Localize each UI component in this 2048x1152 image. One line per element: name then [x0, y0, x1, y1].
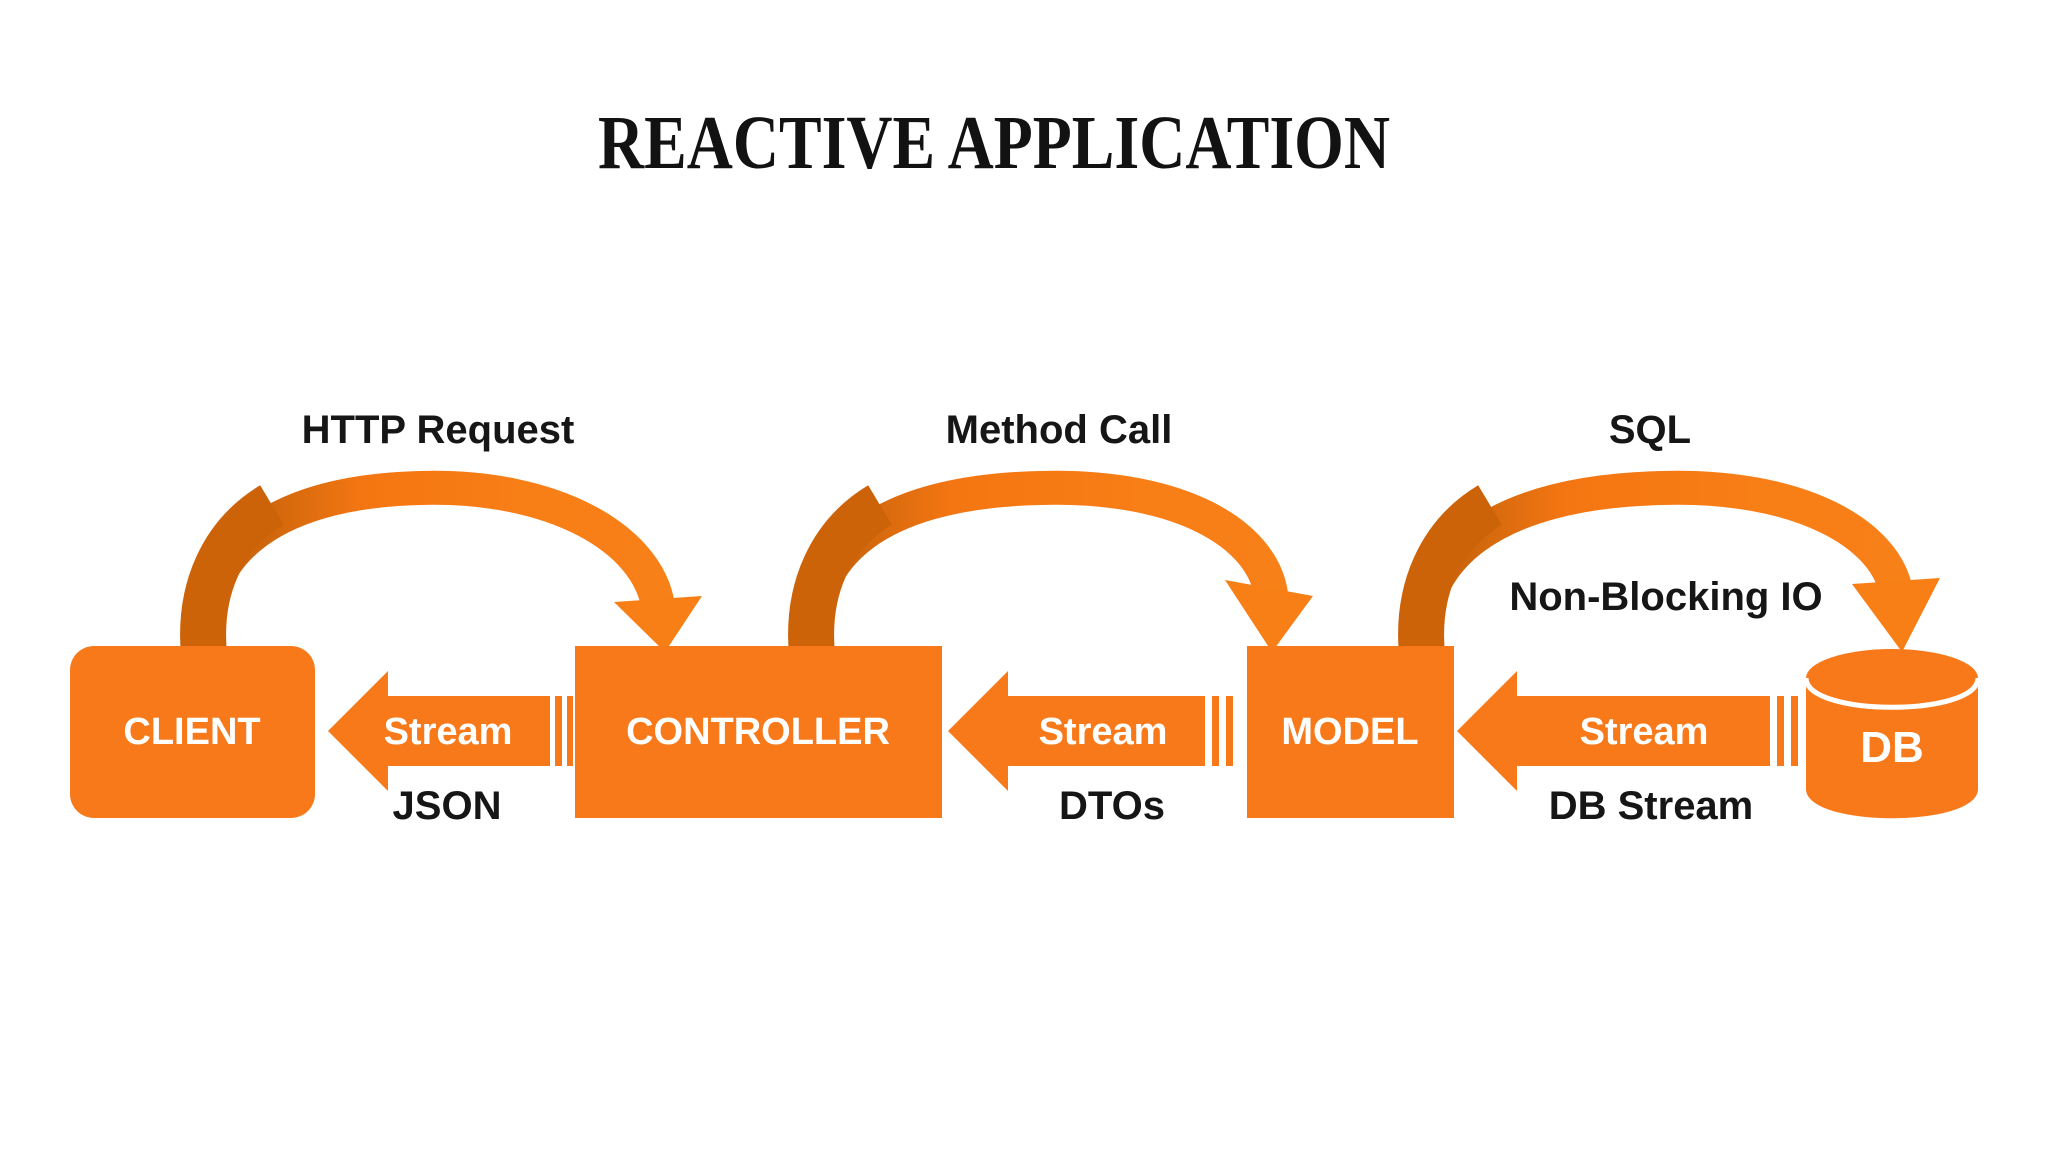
- stream-label-dtos-arrow: Stream: [1039, 711, 1168, 753]
- node-controller-box: [575, 646, 942, 818]
- node-db-label: DB: [1860, 723, 1924, 772]
- stream-label-db-arrow: Stream: [1580, 711, 1709, 753]
- stream-arrow-model-to-controller: Stream: [948, 671, 1233, 791]
- node-model-box: [1247, 646, 1454, 818]
- node-controller: CONTROLLER: [575, 646, 942, 818]
- arc-client-to-controller-tail: [180, 485, 285, 657]
- node-model-label: MODEL: [1281, 711, 1418, 753]
- stream-mark: [555, 696, 562, 766]
- node-client: CLIENT: [70, 646, 315, 818]
- stream-mark: [1212, 696, 1219, 766]
- stream-mark: [567, 696, 573, 766]
- stream-mark: [1791, 696, 1798, 766]
- page-title: REACTIVE APPLICATION: [598, 101, 1390, 185]
- stream-mark: [1777, 696, 1784, 766]
- arrowhead-into-model-icon: [1225, 580, 1313, 652]
- node-db: DB: [1803, 649, 1981, 819]
- db-cylinder-top: [1806, 649, 1978, 707]
- flow-arc-controller-to-model: [788, 470, 1313, 657]
- stream-label-json-arrow: Stream: [384, 711, 513, 753]
- stream-arrow-left-icon: [1457, 671, 1770, 791]
- stream-mark: [1226, 696, 1233, 766]
- label-db-stream: DB Stream: [1549, 784, 1754, 828]
- label-http-request: HTTP Request: [302, 408, 575, 452]
- label-method-call: Method Call: [946, 408, 1173, 452]
- db-cylinder-rim: [1803, 677, 1981, 710]
- stream-arrow-controller-to-client: Stream: [328, 671, 573, 791]
- label-json: JSON: [393, 784, 502, 828]
- flow-arc-client-to-controller: [180, 470, 702, 657]
- stream-arrow-db-to-model: Stream: [1457, 671, 1798, 791]
- label-dtos: DTOs: [1059, 784, 1165, 828]
- node-model: MODEL: [1247, 646, 1454, 818]
- node-client-box: [70, 646, 315, 818]
- arrowhead-into-db-icon: [1852, 578, 1940, 652]
- arrowhead-into-controller-icon: [614, 596, 702, 652]
- label-non-blocking-io: Non-Blocking IO: [1509, 575, 1822, 619]
- stream-arrow-left-icon: [948, 671, 1205, 791]
- node-client-label: CLIENT: [123, 711, 260, 753]
- arc-model-to-db-tail: [1398, 485, 1503, 657]
- arc-controller-to-model-tail: [788, 485, 893, 657]
- stream-arrow-left-icon: [328, 671, 550, 791]
- node-controller-label: CONTROLLER: [626, 711, 890, 753]
- db-cylinder-body: [1806, 678, 1978, 819]
- flow-arc-model-to-db: [1398, 470, 1940, 657]
- label-sql: SQL: [1609, 408, 1691, 452]
